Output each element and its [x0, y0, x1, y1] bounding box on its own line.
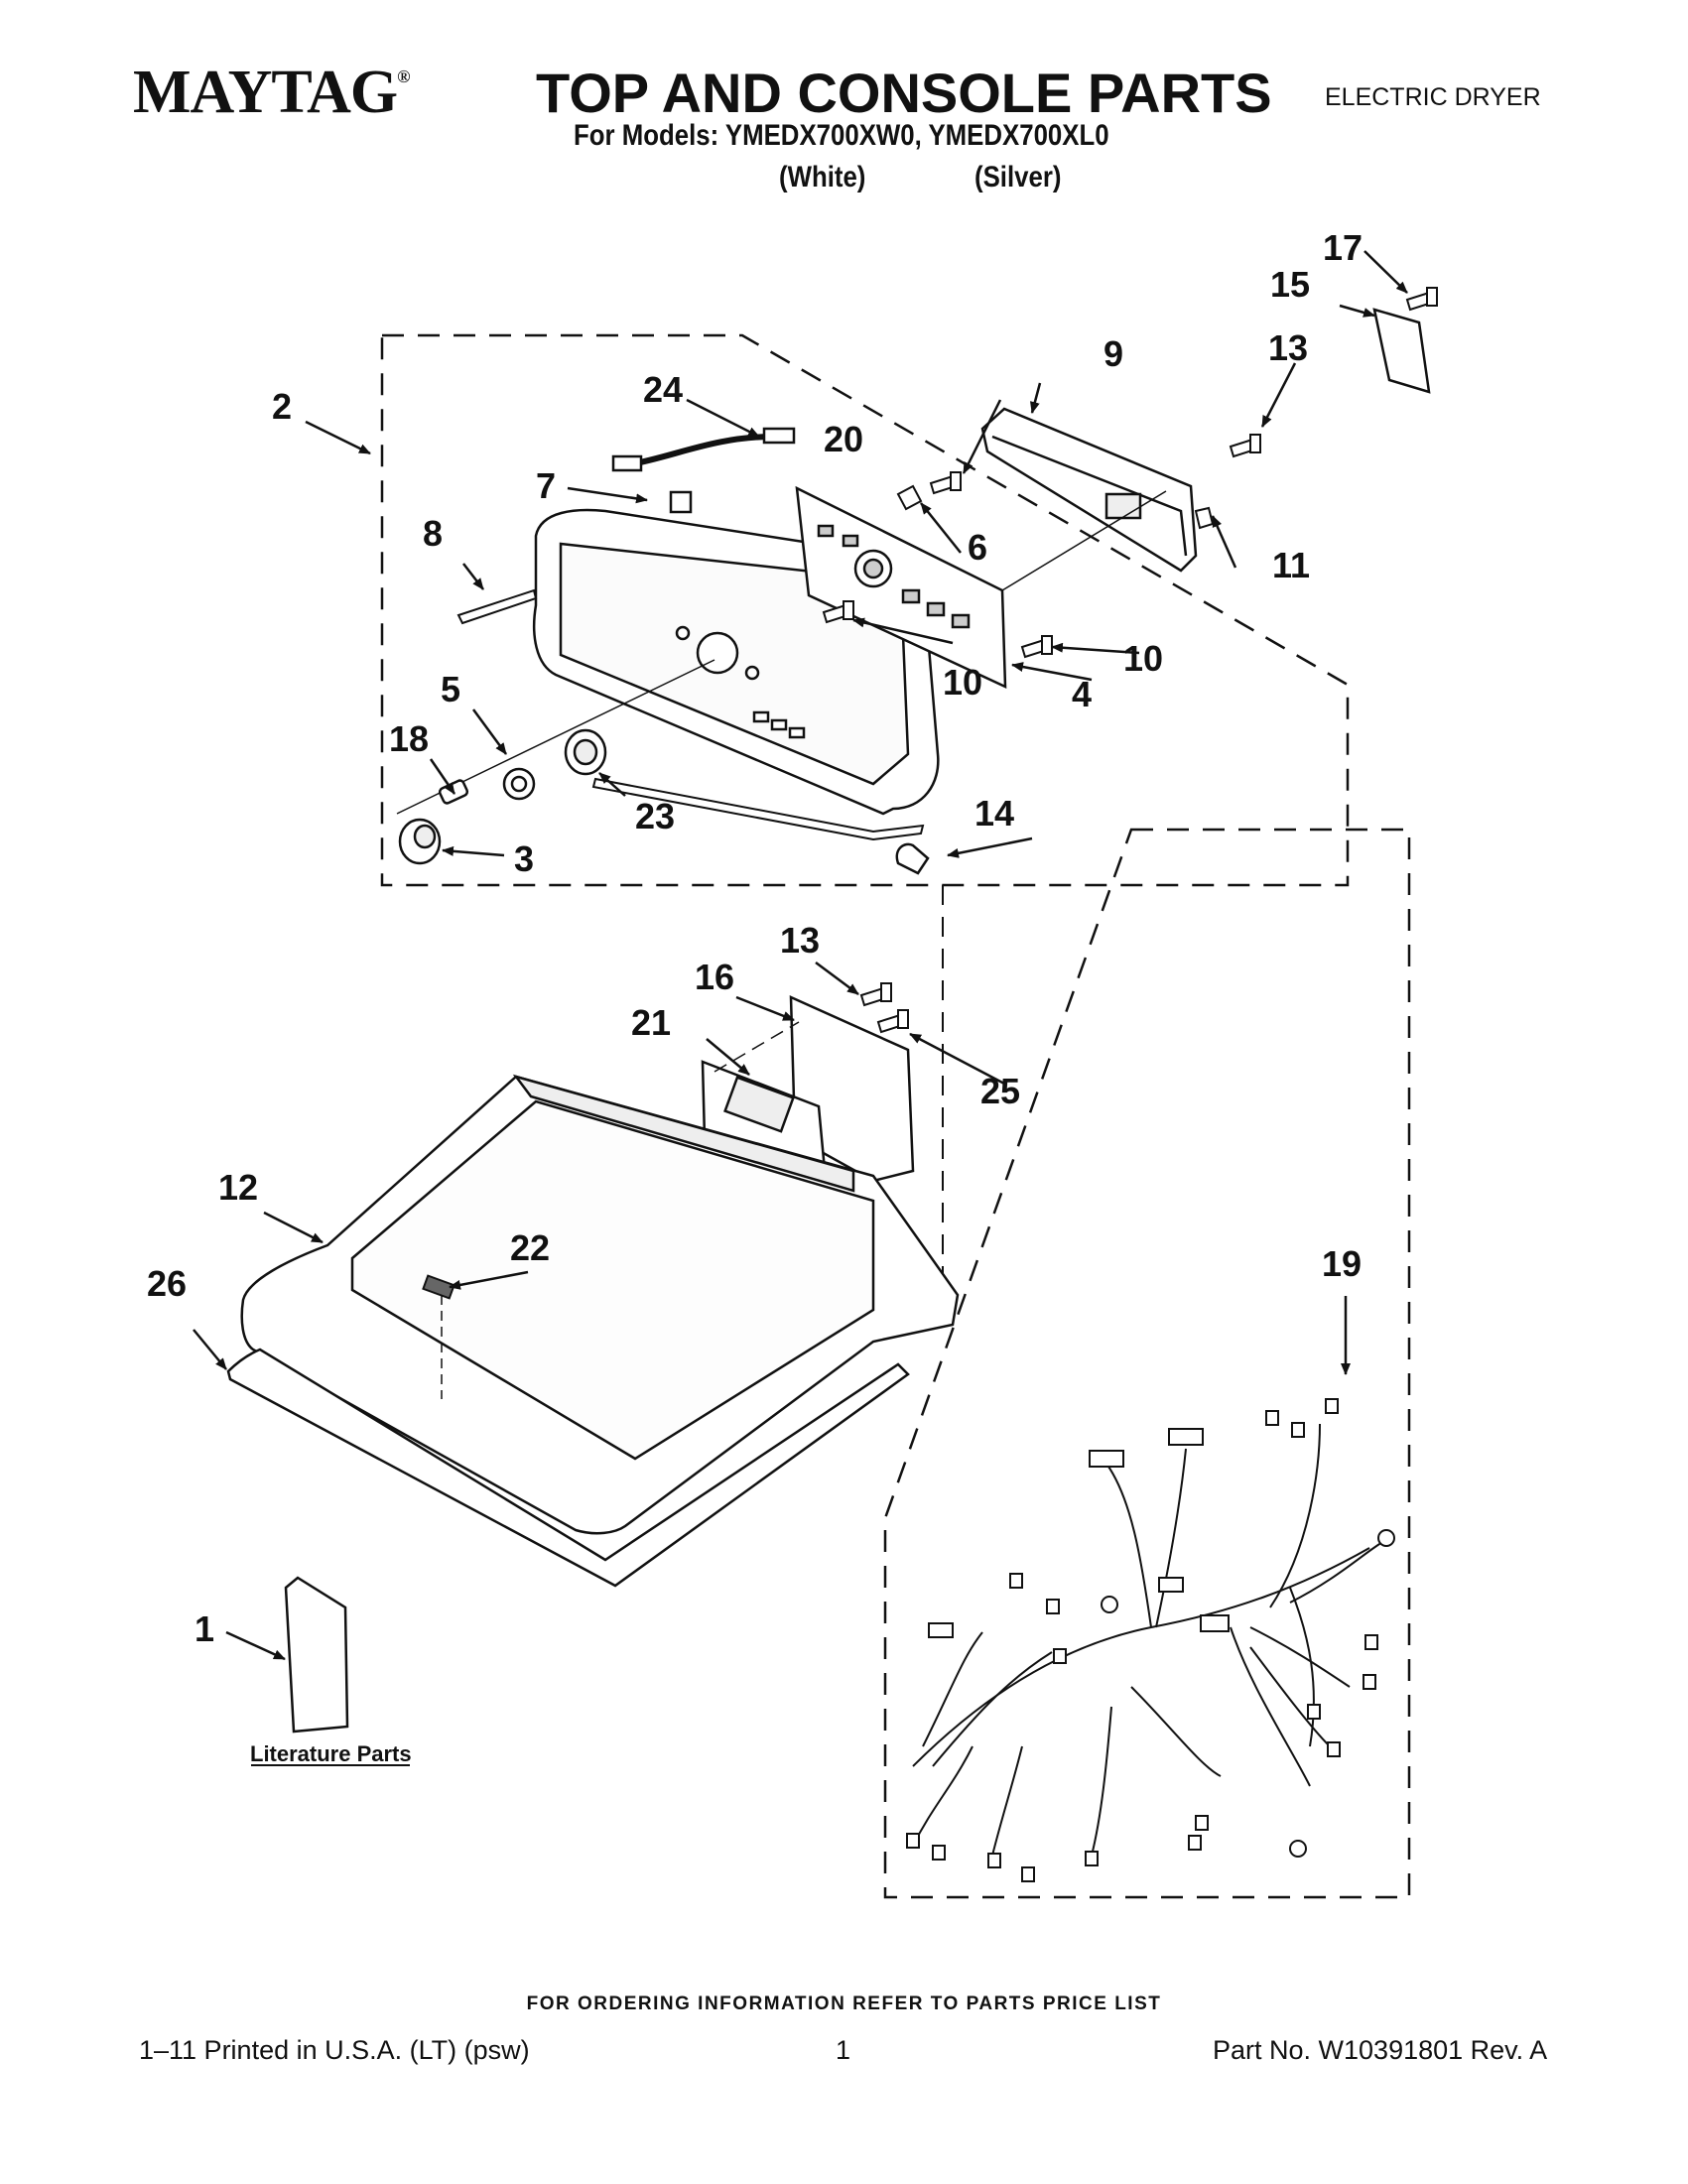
- callout-13b: 13: [780, 920, 820, 961]
- appliance-type: ELECTRIC DRYER: [1325, 83, 1541, 111]
- screw-10-right: [1020, 635, 1053, 659]
- wire-24: [629, 434, 775, 467]
- variant-white-label: (White): [779, 161, 866, 193]
- callout-8: 8: [423, 513, 443, 554]
- page-number: 1: [836, 2035, 851, 2065]
- callout-17: 17: [1323, 227, 1363, 268]
- callout-14: 14: [974, 793, 1014, 834]
- callout-23: 23: [635, 796, 675, 836]
- harness-group-outline: [883, 828, 1411, 1899]
- endcap-strip-left: [456, 588, 538, 625]
- connector-24a: [611, 454, 643, 472]
- callout-7: 7: [536, 465, 556, 506]
- callout-16: 16: [695, 957, 734, 997]
- callout-22: 22: [510, 1227, 550, 1268]
- callout-9: 9: [1104, 333, 1123, 374]
- literature-1: [284, 1576, 349, 1734]
- callout-6: 6: [968, 527, 987, 568]
- cover-15: [1372, 308, 1431, 394]
- callout-5: 5: [441, 669, 460, 709]
- callout-10a: 10: [943, 662, 982, 703]
- connector-24b: [762, 427, 796, 445]
- variant-silver-label: (Silver): [974, 161, 1062, 193]
- harness-connectors: [906, 1398, 1395, 1882]
- screw-10-left: [822, 600, 854, 624]
- badge-22: [422, 1274, 455, 1300]
- clip-11: [1194, 506, 1215, 530]
- callout-19: 19: [1322, 1243, 1362, 1284]
- models-line: For Models: YMEDX700XW0, YMEDX700XL0: [574, 119, 1109, 152]
- console-group-outline: [380, 333, 1350, 887]
- brand-logo: MAYTAG®: [133, 59, 411, 126]
- callout-10b: 10: [1123, 638, 1163, 679]
- callout-20: 20: [824, 419, 863, 459]
- console-back-9: [980, 407, 1198, 573]
- callout-13a: 13: [1268, 327, 1308, 368]
- callout-25: 25: [980, 1071, 1020, 1111]
- callout-11: 11: [1272, 545, 1310, 585]
- screw-6: [896, 484, 923, 511]
- callout-3: 3: [514, 838, 534, 879]
- bracket-14: [895, 842, 930, 875]
- callout-26: 26: [147, 1263, 187, 1304]
- callout-2: 2: [272, 386, 292, 427]
- dryer-top-12: [240, 1074, 960, 1535]
- callout-12: 12: [218, 1167, 258, 1208]
- part-number: Part No. W10391801 Rev. A: [1213, 2035, 1548, 2065]
- module-guide-line: [714, 1021, 800, 1073]
- print-info: 1–11 Printed in U.S.A. (LT) (psw): [139, 2035, 530, 2065]
- leader-arrows: [193, 250, 1408, 1661]
- clip-7: [669, 490, 693, 514]
- control-board-4: [795, 485, 1007, 689]
- screw-25: [876, 1009, 909, 1034]
- screw-20: [929, 471, 962, 495]
- screw-17: [1405, 287, 1438, 312]
- page-title: TOP AND CONSOLE PARTS: [536, 62, 1272, 124]
- callout-24: 24: [643, 369, 683, 410]
- callout-21: 21: [631, 1002, 671, 1043]
- literature-parts-label: Literature Parts: [250, 1741, 412, 1766]
- registered-mark: ®: [397, 66, 410, 86]
- wire-harness-19: [912, 1423, 1390, 1857]
- callout-4: 4: [1072, 674, 1092, 714]
- screw-13-top: [1229, 434, 1261, 458]
- screw-13-mid: [859, 982, 892, 1007]
- gasket-26: [226, 1348, 910, 1588]
- board-guide-line: [1001, 490, 1167, 591]
- callout-1: 1: [195, 1608, 214, 1649]
- callout-18: 18: [389, 718, 429, 759]
- callout-15: 15: [1270, 264, 1310, 305]
- ordering-note: FOR ORDERING INFORMATION REFER TO PARTS …: [526, 1993, 1162, 2014]
- endcap-strip-bottom: [591, 777, 925, 841]
